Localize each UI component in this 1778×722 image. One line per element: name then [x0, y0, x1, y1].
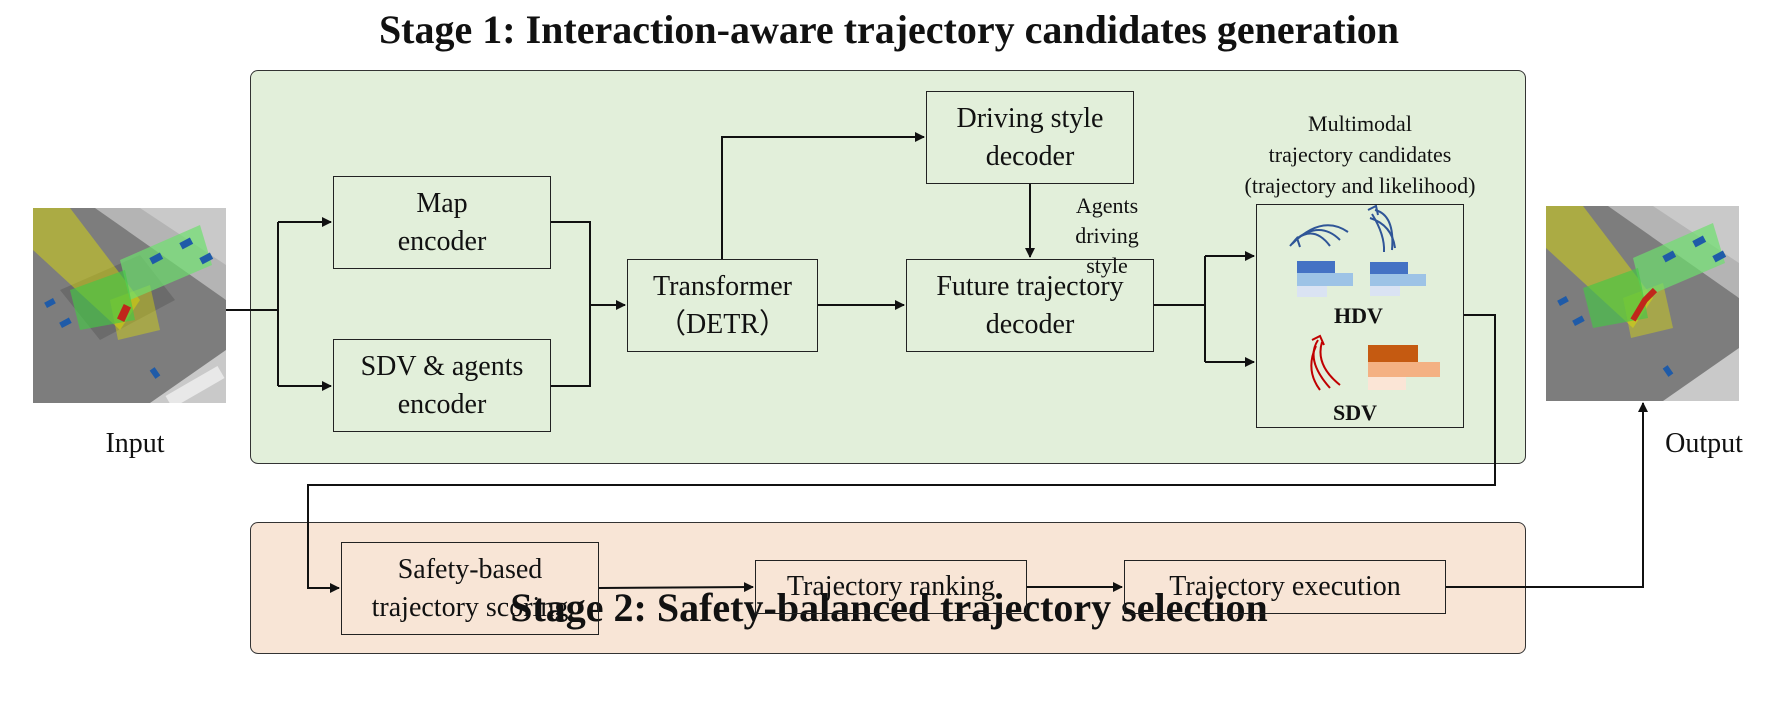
- sdv-trajectory-icon: [1310, 334, 1341, 391]
- hdv-trajectory-icon: [1289, 204, 1396, 253]
- hdv-label: HDV: [1334, 303, 1383, 328]
- likelihood-bars: [1297, 261, 1426, 297]
- stage2-title: Stage 2: Safety-balanced trajectory sele…: [510, 585, 1268, 630]
- trajectory-execution-box: Trajectory execution: [1124, 560, 1446, 614]
- safety-scoring-box: Safety-based trajectory scoring: [341, 542, 599, 635]
- map-encoder-box: Map encoder: [333, 176, 551, 269]
- stage2-panel: [250, 522, 1526, 654]
- driving-style-decoder-box: Driving style decoder: [926, 91, 1134, 184]
- transformer-detr-box: Transformer （DETR）: [627, 259, 818, 352]
- trajectory-candidates-box: [1256, 204, 1464, 428]
- sdv-agents-encoder-box: SDV & agents encoder: [333, 339, 551, 432]
- input-map-image: [33, 208, 226, 403]
- output-map-image: [1546, 206, 1739, 401]
- trajectory-ranking-box: Trajectory ranking: [755, 560, 1027, 614]
- output-label: Output: [1665, 428, 1743, 459]
- sdv-likelihood-bars: [1368, 345, 1440, 390]
- sdv-label: SDV: [1333, 400, 1378, 425]
- input-label: Input: [105, 428, 165, 459]
- stage1-title: Stage 1: Interaction-aware trajectory ca…: [378, 7, 1400, 52]
- future-trajectory-decoder-box: Future trajectory decoder: [906, 259, 1154, 352]
- candidates-label: Multimodal trajectory candidates (trajec…: [1244, 111, 1476, 198]
- agents-driving-style-label: Agents driving style: [1075, 193, 1139, 278]
